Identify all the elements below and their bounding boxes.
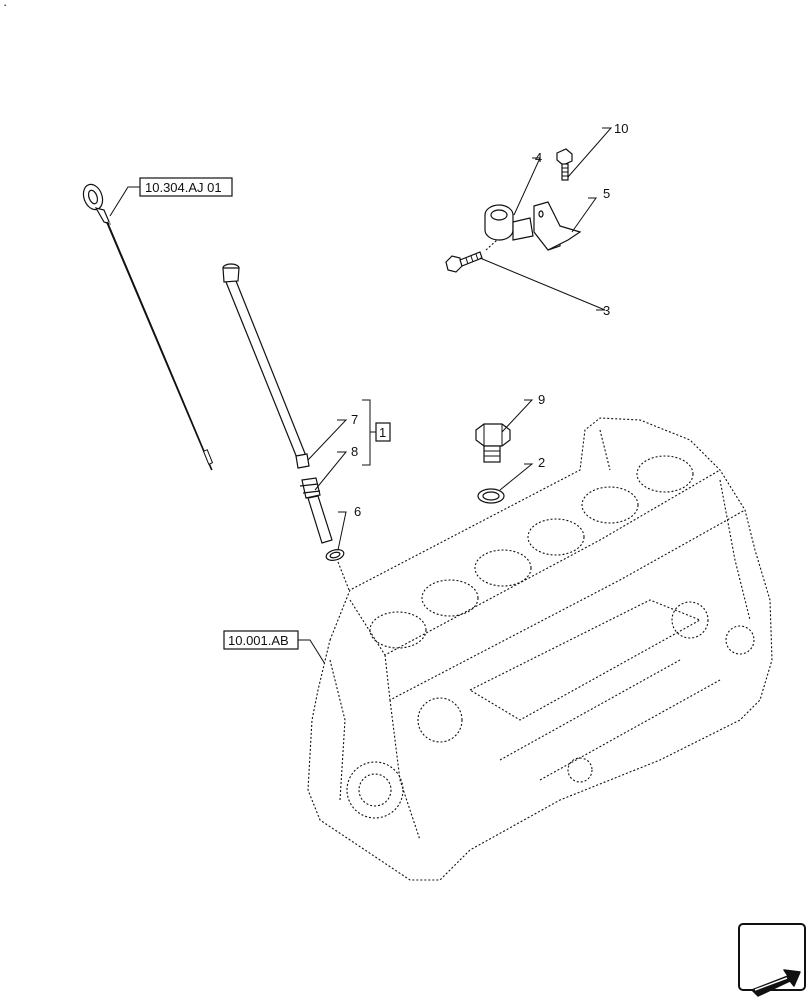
label-2: 2: [538, 455, 545, 470]
label-5: 5: [603, 186, 610, 201]
block-reference-text: 10.001.AB: [228, 633, 289, 648]
dipstick-tube: [222, 263, 310, 469]
bolt-3: [445, 251, 483, 273]
oil-dipstick: [82, 183, 214, 471]
kit-reference-text: 1: [379, 425, 386, 440]
label-6: 6: [354, 504, 361, 519]
label-8: 8: [351, 444, 358, 459]
tube-adapter: [299, 477, 333, 544]
label-10: 10: [614, 121, 628, 136]
plug-9: [475, 423, 511, 463]
block-reference[interactable]: 10.001.AB: [223, 630, 299, 650]
kit-bracket: [362, 399, 376, 466]
engine-block: [307, 417, 773, 881]
o-ring: [325, 549, 345, 561]
label-7: 7: [351, 412, 358, 427]
kit-reference[interactable]: 1: [375, 422, 391, 442]
washer-2: [477, 488, 505, 504]
corner-mark: ·: [3, 0, 7, 12]
label-4: 4: [535, 150, 542, 165]
mounting-bracket: [533, 201, 582, 251]
dipstick-reference[interactable]: 10.304.AJ 01: [139, 177, 233, 197]
label-9: 9: [538, 392, 545, 407]
dipstick-reference-text: 10.304.AJ 01: [145, 180, 222, 195]
label-3: 3: [603, 303, 610, 318]
pipe-clamp: [484, 204, 534, 241]
bolt-10: [556, 148, 573, 181]
next-page-arrow-icon[interactable]: [738, 923, 806, 997]
